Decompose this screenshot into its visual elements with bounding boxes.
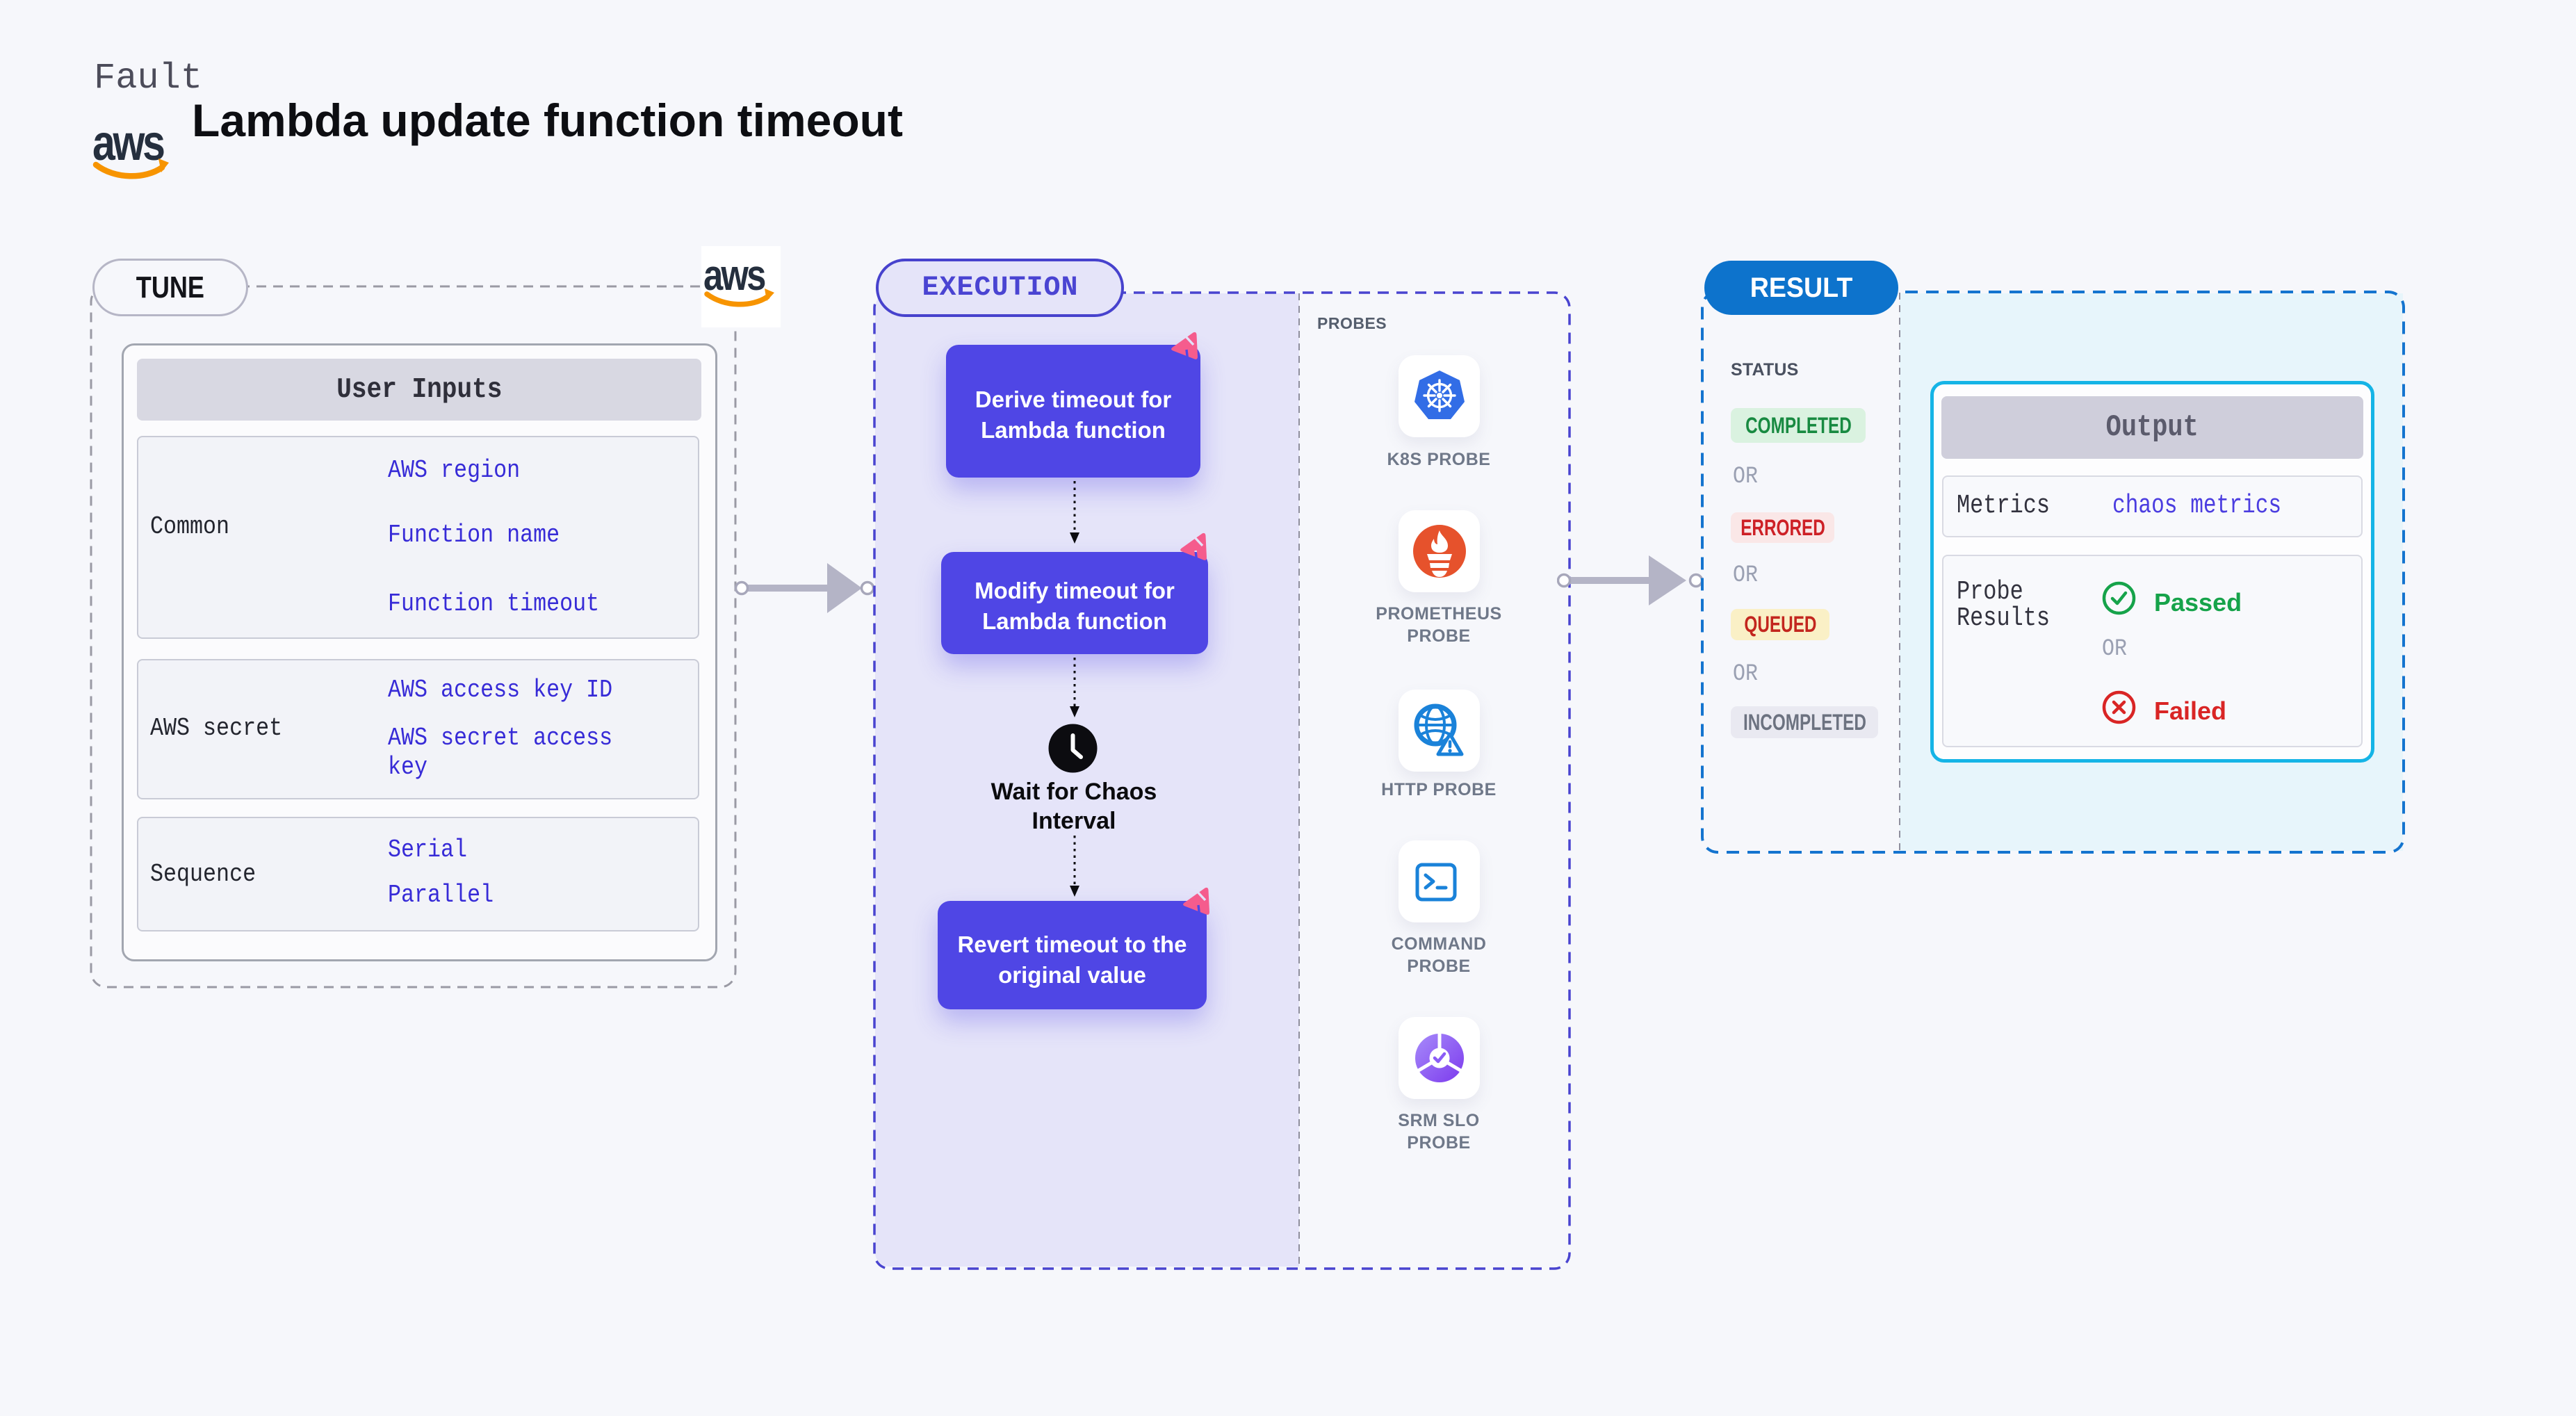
svg-text:aws: aws [703,259,765,300]
svg-text:aws: aws [92,124,164,170]
